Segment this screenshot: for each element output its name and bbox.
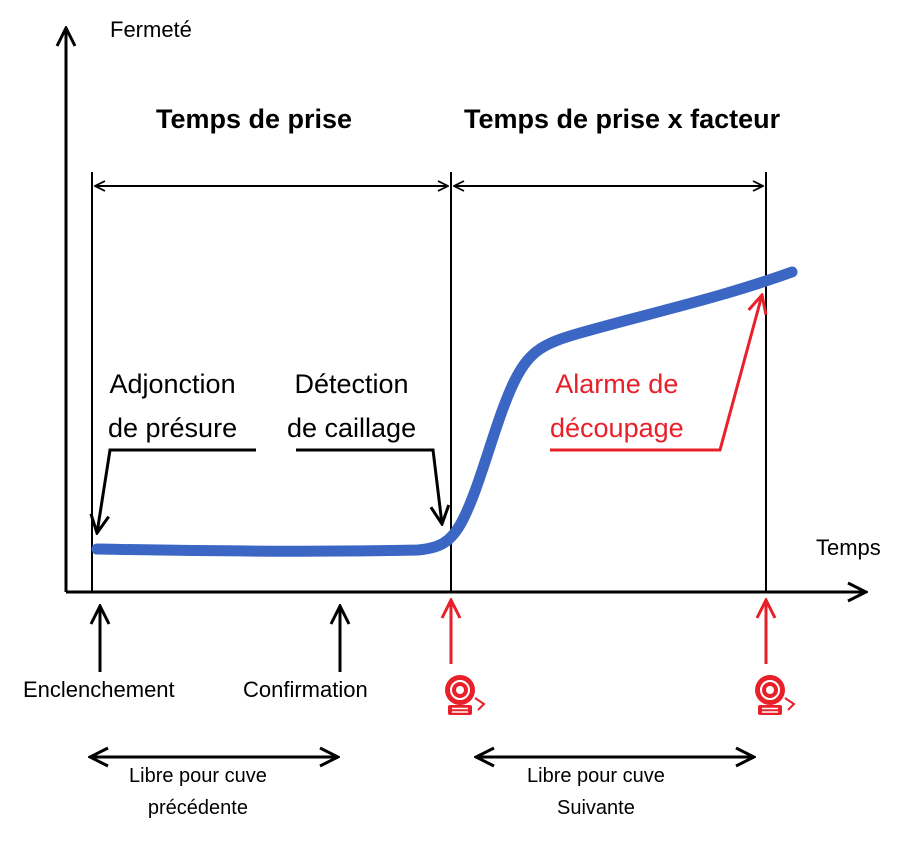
free-previous-label-line2: précédente: [147, 797, 248, 819]
x-axis-label: Temps: [816, 535, 881, 560]
free-next-label-line1: Libre pour cuve: [527, 765, 665, 787]
alarm-annotation-line1: Alarme de: [555, 369, 679, 399]
setting-time-header: Temps de prise: [156, 104, 353, 134]
alarm-pointer-arrow: [550, 295, 762, 452]
rennet-pointer-arrow: [97, 448, 256, 533]
rennet-annotation: Adjonction de présure: [108, 362, 237, 450]
alarm-annotation-line2: découpage: [550, 413, 684, 443]
start-event-label: Enclenchement: [23, 677, 175, 702]
curd-annotation-line1: Détection: [294, 369, 409, 399]
y-axis-label: Fermeté: [110, 17, 192, 42]
rennet-annotation-line1: Adjonction: [109, 369, 236, 399]
confirm-event-label: Confirmation: [243, 677, 368, 702]
free-next-label: Libre pour cuve Suivante: [527, 760, 665, 824]
rennet-annotation-line2: de présure: [108, 413, 238, 443]
alarm-annotation: Alarme de découpage: [550, 362, 684, 450]
setting-time-factor-header: Temps de prise x facteur: [464, 104, 781, 134]
alarm-bell-icon: [755, 675, 796, 715]
free-previous-label: Libre pour cuve précédente: [129, 760, 267, 824]
curd-annotation: Détection de caillage: [287, 362, 416, 450]
curd-pointer-arrow: [296, 448, 442, 524]
curd-annotation-line2: de caillage: [287, 413, 417, 443]
free-next-label-line2: Suivante: [557, 797, 635, 819]
firmness-curve: [91, 266, 798, 557]
free-previous-label-line1: Libre pour cuve: [129, 765, 267, 787]
alarm-bell-icon: [445, 675, 486, 715]
